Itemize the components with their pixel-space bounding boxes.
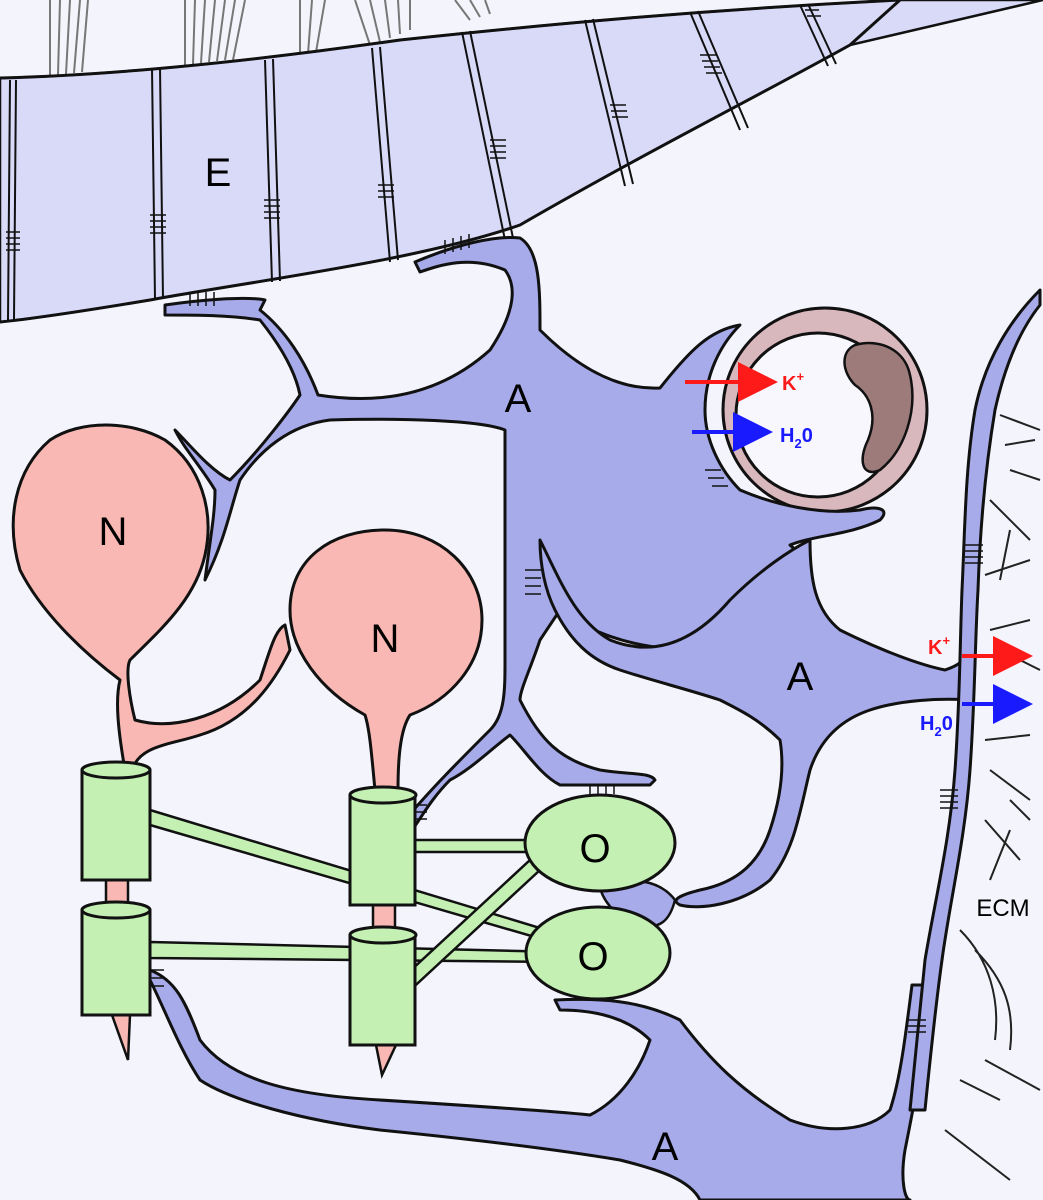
astrocyte-3: A bbox=[148, 968, 932, 1200]
potassium-label-vessel: K+ bbox=[782, 369, 804, 395]
myelin-sheaths bbox=[80, 760, 418, 1047]
oligodendrocyte-1: O bbox=[523, 793, 677, 893]
water-label-vessel: H20 bbox=[780, 425, 813, 451]
junction-marks bbox=[150, 234, 728, 987]
ecm-label: ECM bbox=[976, 895, 1029, 922]
neuron-1: N bbox=[11, 423, 292, 772]
glia-limitans bbox=[908, 288, 1042, 1112]
oligodendrocyte-1-label: O bbox=[579, 827, 610, 871]
astrocyte-3-label: A bbox=[652, 1125, 679, 1169]
neuron-2: N bbox=[288, 528, 484, 792]
ependymal-layer: E bbox=[0, 0, 1043, 324]
cilia bbox=[49, 0, 491, 76]
water-label-ecm: H20 bbox=[920, 713, 953, 739]
blood-vessel bbox=[721, 306, 929, 514]
potassium-label-ecm: K+ bbox=[928, 633, 950, 659]
neuron-2-label: N bbox=[371, 617, 400, 661]
astrocyte-1: A bbox=[163, 235, 886, 832]
astrocyte-2-label: A bbox=[787, 655, 814, 699]
astrocyte-2: A bbox=[538, 538, 972, 928]
vessel-transport: K+ H20 bbox=[685, 362, 813, 452]
neuron-1-label: N bbox=[99, 510, 128, 554]
astrocyte-1-label: A bbox=[505, 377, 532, 421]
red-blood-cell bbox=[843, 341, 914, 474]
ecm-transport: K+ H20 bbox=[920, 633, 1033, 739]
oligodendrocyte-2: O bbox=[524, 905, 672, 1001]
ependyma-label: E bbox=[205, 151, 232, 195]
oligodendrocyte-2-label: O bbox=[577, 935, 608, 979]
